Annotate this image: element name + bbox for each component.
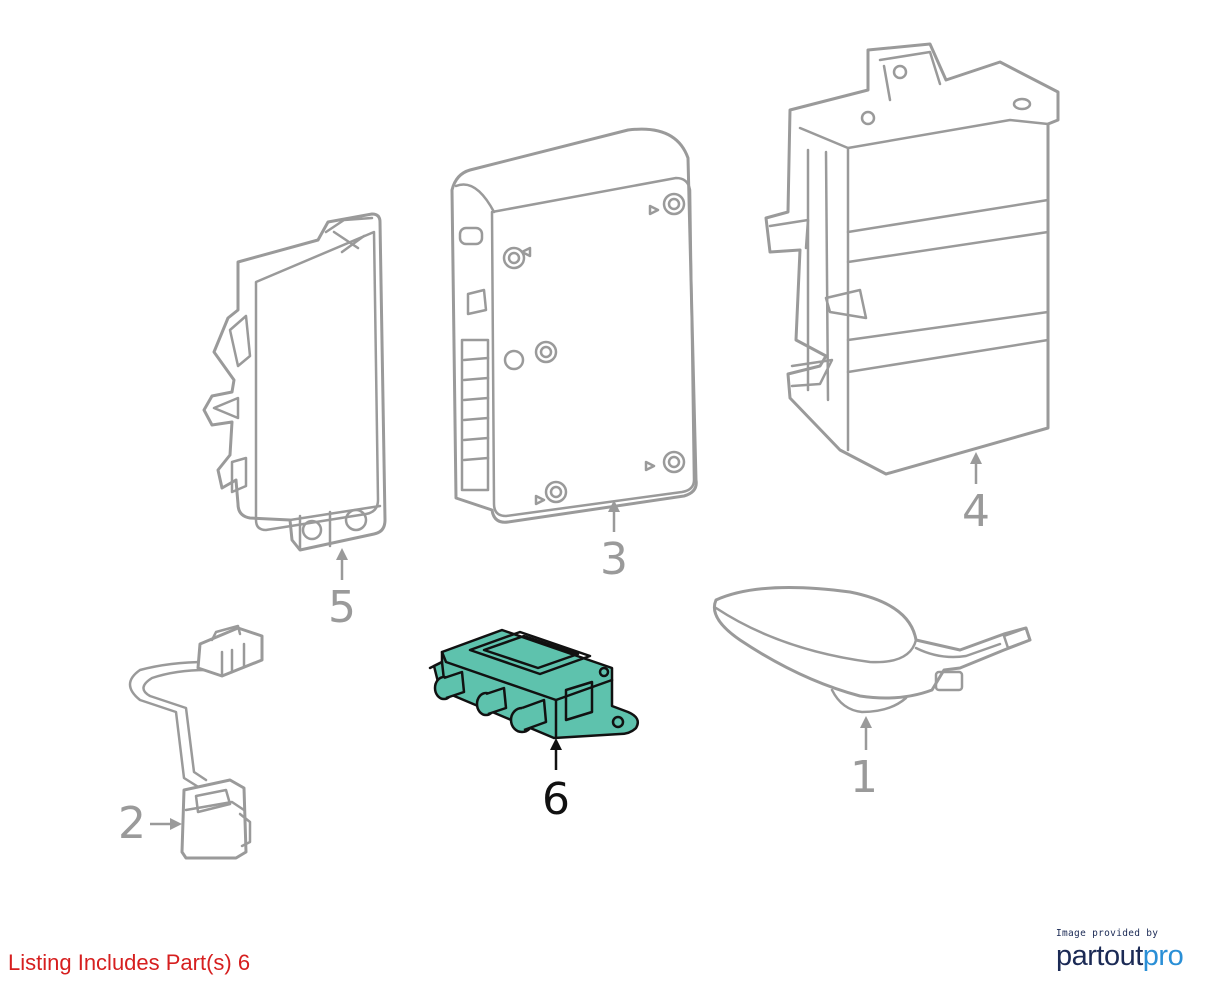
partoutpro-logo: partoutpro [1056, 940, 1206, 973]
part-6-amplifier [428, 628, 639, 740]
listing-note: Listing Includes Part(s) 6 [8, 950, 251, 975]
credit-brand-accent: pro [1142, 940, 1184, 972]
callout-arrowhead-3 [608, 500, 620, 512]
credit-caption: Image provided by [1056, 928, 1159, 939]
callout-number-6: 6 [542, 774, 570, 825]
callout-arrows [150, 452, 982, 830]
callout-arrowhead-2 [170, 818, 182, 830]
part-2-harness [128, 624, 264, 860]
callout-arrowhead-5 [336, 548, 348, 560]
part-4-bracket [764, 42, 1060, 476]
part-3-module [450, 127, 698, 524]
callout-arrowhead-1 [860, 716, 872, 728]
callout-numbers: 1 2 3 4 5 6 [118, 486, 990, 849]
callout-arrowhead-6 [550, 738, 562, 750]
callout-number-3: 3 [600, 534, 628, 585]
part-5-module [202, 212, 387, 552]
part-1-antenna [713, 586, 1032, 714]
callout-number-2: 2 [118, 798, 146, 849]
image-credit: Image provided by partoutpro [1056, 928, 1206, 973]
callout-arrowhead-4 [970, 452, 982, 464]
callout-number-4: 4 [962, 486, 990, 537]
credit-brand-main: partout [1056, 940, 1143, 972]
callout-number-1: 1 [850, 752, 878, 803]
callout-number-5: 5 [328, 582, 356, 633]
